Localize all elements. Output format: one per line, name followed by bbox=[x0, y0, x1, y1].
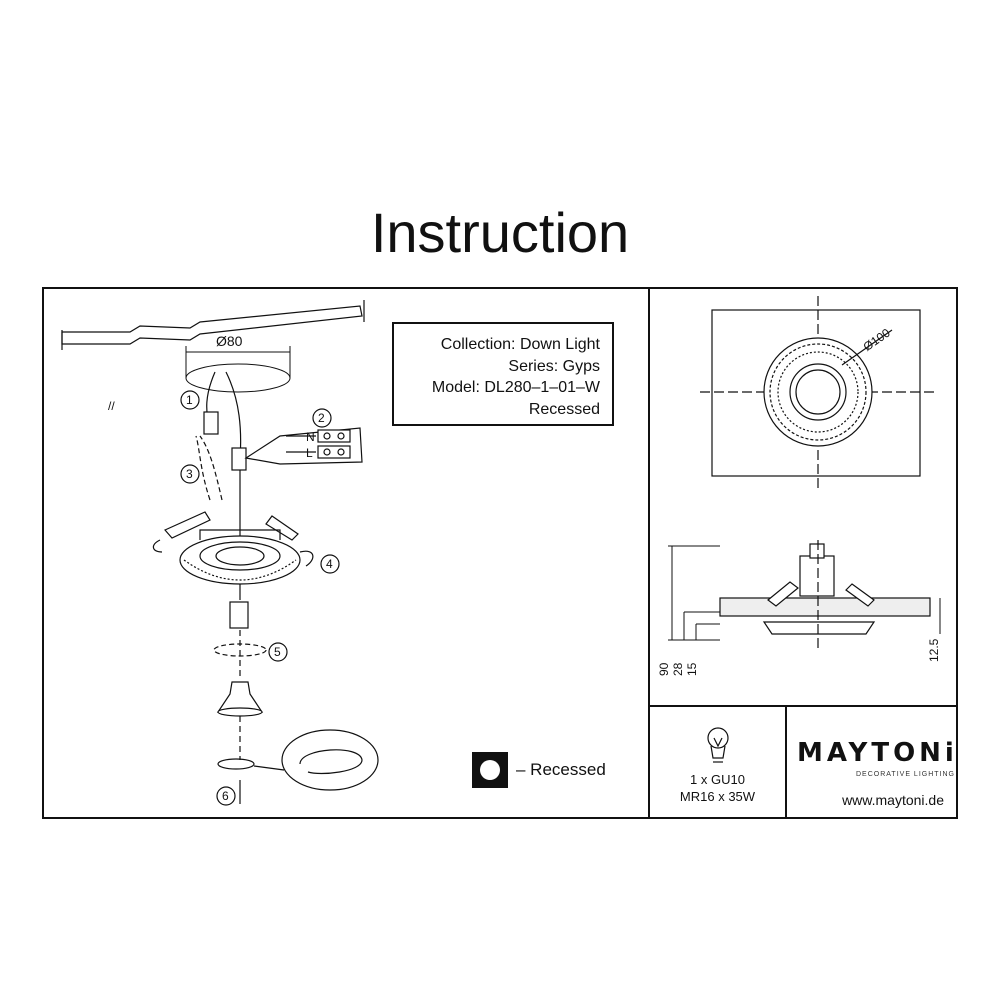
insert-arrow bbox=[195, 435, 223, 501]
hatch-mark: // bbox=[108, 399, 115, 413]
wire-l-label: L bbox=[306, 446, 313, 460]
height-low-label: 15 bbox=[685, 662, 699, 676]
diameter-label: Ø100 bbox=[861, 325, 893, 353]
lamp-socket bbox=[213, 601, 267, 760]
collection-text: Collection: Down Light bbox=[440, 336, 600, 353]
model-text: Model: DL280–1–01–W bbox=[431, 379, 600, 396]
step-3: 4 bbox=[326, 557, 333, 571]
recessed-symbol bbox=[472, 752, 508, 788]
footer-divider bbox=[648, 705, 958, 707]
top-view bbox=[700, 296, 936, 488]
retaining-ring bbox=[217, 729, 379, 804]
cutout-dimension bbox=[185, 346, 291, 393]
terminal-block bbox=[231, 427, 363, 471]
side-view bbox=[719, 540, 931, 650]
lamp-count: 1 x GU10 bbox=[690, 772, 745, 787]
step-4: 3 bbox=[186, 467, 193, 481]
brand-tagline: DECORATIVE LIGHTING bbox=[856, 771, 955, 778]
brand-logo: MAYTONi bbox=[797, 738, 958, 768]
footer-divider-vertical bbox=[785, 705, 787, 819]
series-text: Series: Gyps bbox=[508, 358, 600, 375]
height-side-label: 12.5 bbox=[927, 638, 941, 662]
wire-n-label: N bbox=[306, 430, 315, 444]
step-5: 5 bbox=[274, 645, 281, 659]
step-1: 1 bbox=[186, 393, 193, 407]
lamp-spec: MR16 x 35W bbox=[679, 789, 756, 804]
step-2: 2 bbox=[318, 411, 325, 425]
height-total-label: 90 bbox=[657, 662, 671, 676]
page-title: Instruction bbox=[370, 201, 630, 264]
step-6: 6 bbox=[222, 789, 229, 803]
bulb-icon bbox=[707, 727, 729, 763]
product-info-box: Collection: Down Light Series: Gyps Mode… bbox=[392, 322, 614, 426]
ceiling-panel bbox=[61, 300, 365, 350]
fixture-ring bbox=[164, 511, 301, 585]
side-dimension-lines bbox=[668, 545, 941, 641]
website-link[interactable]: www.maytoni.de bbox=[842, 792, 944, 808]
instruction-frame bbox=[42, 287, 958, 819]
cutout-label: Ø80 bbox=[216, 333, 243, 349]
panel-divider bbox=[648, 287, 650, 819]
height-mid-label: 28 bbox=[671, 662, 685, 676]
legend-text: – Recessed bbox=[516, 760, 606, 779]
type-text: Recessed bbox=[528, 401, 600, 418]
